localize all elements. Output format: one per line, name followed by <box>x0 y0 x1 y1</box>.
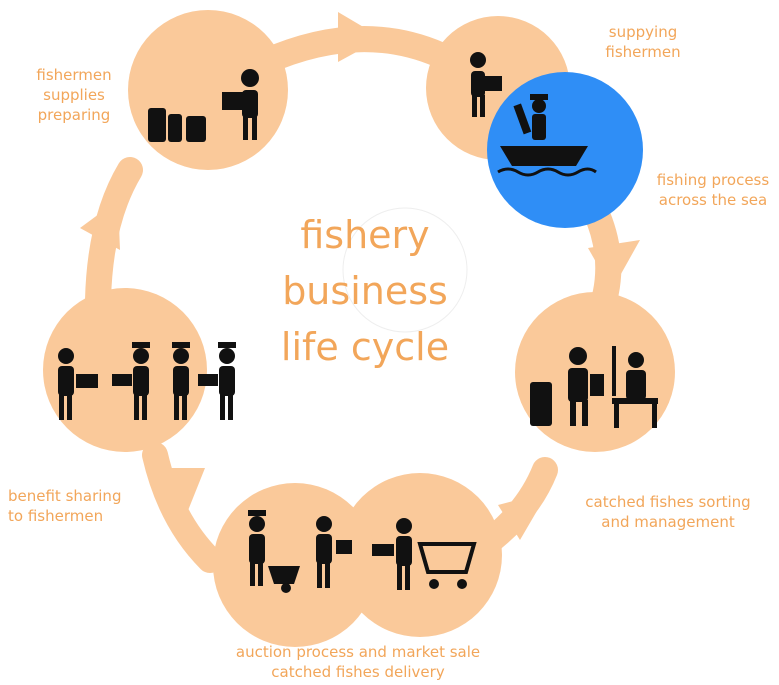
circle-delivery-left <box>213 483 377 647</box>
arrow-right-lower <box>498 492 548 540</box>
label-supplying: suppying fishermen <box>605 23 681 61</box>
icons <box>58 52 658 593</box>
label-fishing: fishing process across the sea <box>656 171 770 209</box>
label-supplies: fishermen supplies preparing <box>36 66 112 124</box>
delivery-cart-icon <box>248 510 477 593</box>
fish-sorting-icon <box>530 346 658 428</box>
title-line-3: life cycle <box>280 325 450 369</box>
supplies-jerrycan-icon <box>148 108 206 142</box>
fisherman-boat-icon <box>497 94 597 177</box>
benefit-sharing-icon <box>58 342 236 420</box>
center-faint-ring <box>342 207 468 333</box>
circle-supplies <box>128 10 288 170</box>
circle-sorting <box>515 292 675 452</box>
cycle-arrows <box>80 12 640 540</box>
label-benefit: benefit sharing to fishermen <box>8 487 122 525</box>
person-carrying-box-2-icon <box>470 52 502 117</box>
label-delivery: auction process and market sale catched … <box>235 643 481 681</box>
person-carrying-box-icon <box>222 69 259 140</box>
arrow-right-upper <box>588 240 640 290</box>
arrow-top <box>338 12 382 62</box>
label-sorting: catched fishes sorting and management <box>585 493 751 531</box>
arrow-bottom-left <box>168 468 205 518</box>
circle-delivery-right <box>338 473 502 637</box>
circle-benefit <box>43 288 207 452</box>
title-line-1: fishery <box>300 213 430 257</box>
title-line-2: business <box>282 269 448 313</box>
arrow-left <box>80 200 120 250</box>
